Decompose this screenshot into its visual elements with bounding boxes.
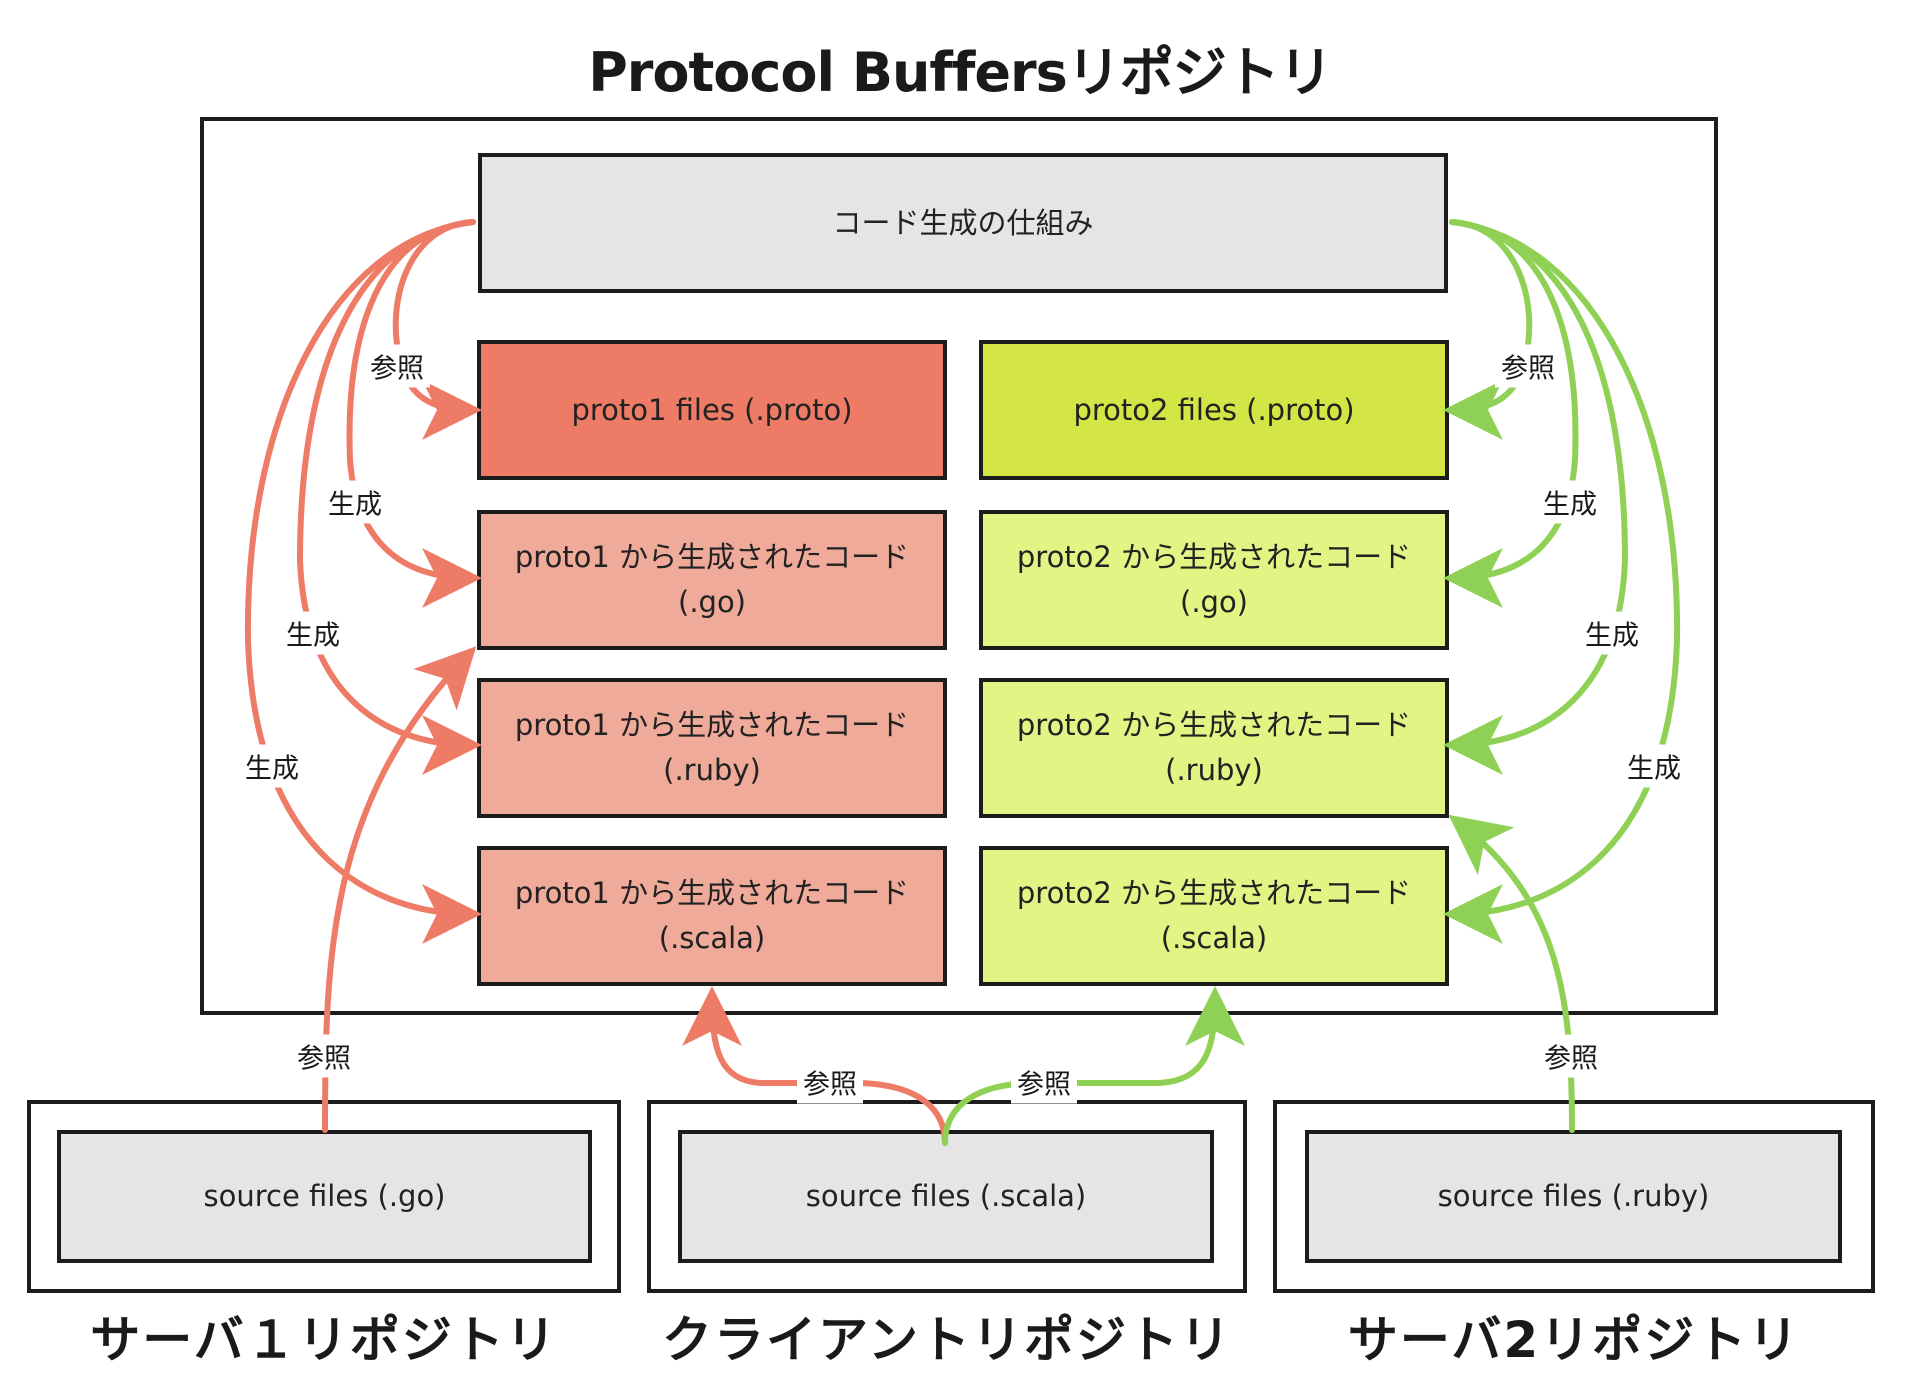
edge-label-proto1-ruby: 生成: [280, 611, 346, 655]
client-source-node[interactable]: source files (.scala): [678, 1130, 1214, 1263]
proto2-scala-line1: proto2 から生成されたコード: [1016, 876, 1412, 911]
proto1-scala-node[interactable]: proto1 から生成されたコード (.scala): [477, 846, 947, 986]
client-repo-label: クライアントリポジトリ: [662, 1311, 1232, 1369]
server2-source-node[interactable]: source files (.ruby): [1305, 1130, 1842, 1263]
proto2-ruby-line1: proto2 から生成されたコード: [1016, 708, 1412, 743]
proto1-scala-line1: proto1 から生成されたコード: [514, 876, 910, 911]
proto1-ruby-node[interactable]: proto1 から生成されたコード (.ruby): [477, 678, 947, 818]
proto1-go-line2: (.go): [678, 585, 746, 619]
edge-label-server2-ref: 参照: [1538, 1034, 1604, 1078]
proto2-go-line2: (.go): [1180, 585, 1248, 619]
proto2-files-label: proto2 files (.proto): [1073, 392, 1355, 427]
proto2-go-line1: proto2 から生成されたコード: [1016, 540, 1412, 575]
proto1-ruby-line2: (.ruby): [663, 753, 761, 787]
proto1-go-line1: proto1 から生成されたコード: [514, 540, 910, 575]
edge-label-proto1-go: 生成: [322, 480, 388, 524]
proto2-ruby-node[interactable]: proto2 から生成されたコード (.ruby): [979, 678, 1449, 818]
codegen-label: コード生成の仕組み: [832, 205, 1094, 240]
edge-label-proto1-files: 参照: [364, 344, 430, 388]
proto1-go-node[interactable]: proto1 から生成されたコード (.go): [477, 510, 947, 650]
edge-label-proto2-files: 参照: [1495, 344, 1561, 388]
server1-source-node[interactable]: source files (.go): [57, 1130, 592, 1263]
server1-source-label: source files (.go): [203, 1179, 446, 1214]
edge-label-client-ref-proto1: 参照: [797, 1060, 863, 1104]
edge-label-proto1-scala: 生成: [239, 744, 305, 788]
edge-label-proto2-go: 生成: [1537, 480, 1603, 524]
edge-label-client-ref-proto2: 参照: [1011, 1060, 1077, 1104]
proto1-files-label: proto1 files (.proto): [571, 392, 853, 427]
client-source-label: source files (.scala): [805, 1179, 1087, 1214]
edge-label-proto2-scala: 生成: [1621, 744, 1687, 788]
proto2-ruby-line2: (.ruby): [1165, 753, 1263, 787]
edge-label-proto2-ruby: 生成: [1579, 611, 1645, 655]
server1-repo-label: サーバ１リポジトリ: [90, 1311, 558, 1369]
codegen-node[interactable]: コード生成の仕組み: [478, 153, 1448, 293]
proto1-ruby-line1: proto1 から生成されたコード: [514, 708, 910, 743]
diagram-title: Protocol Buffersリポジトリ: [588, 41, 1333, 104]
edge-label-server1-ref: 参照: [291, 1034, 357, 1078]
proto1-scala-line2: (.scala): [658, 921, 766, 955]
proto2-files-node[interactable]: proto2 files (.proto): [979, 340, 1449, 480]
proto2-scala-node[interactable]: proto2 から生成されたコード (.scala): [979, 846, 1449, 986]
proto2-scala-line2: (.scala): [1160, 921, 1268, 955]
server2-source-label: source files (.ruby): [1437, 1179, 1710, 1214]
server2-repo-label: サーバ2リポジトリ: [1347, 1311, 1801, 1369]
proto2-go-node[interactable]: proto2 から生成されたコード (.go): [979, 510, 1449, 650]
proto1-files-node[interactable]: proto1 files (.proto): [477, 340, 947, 480]
